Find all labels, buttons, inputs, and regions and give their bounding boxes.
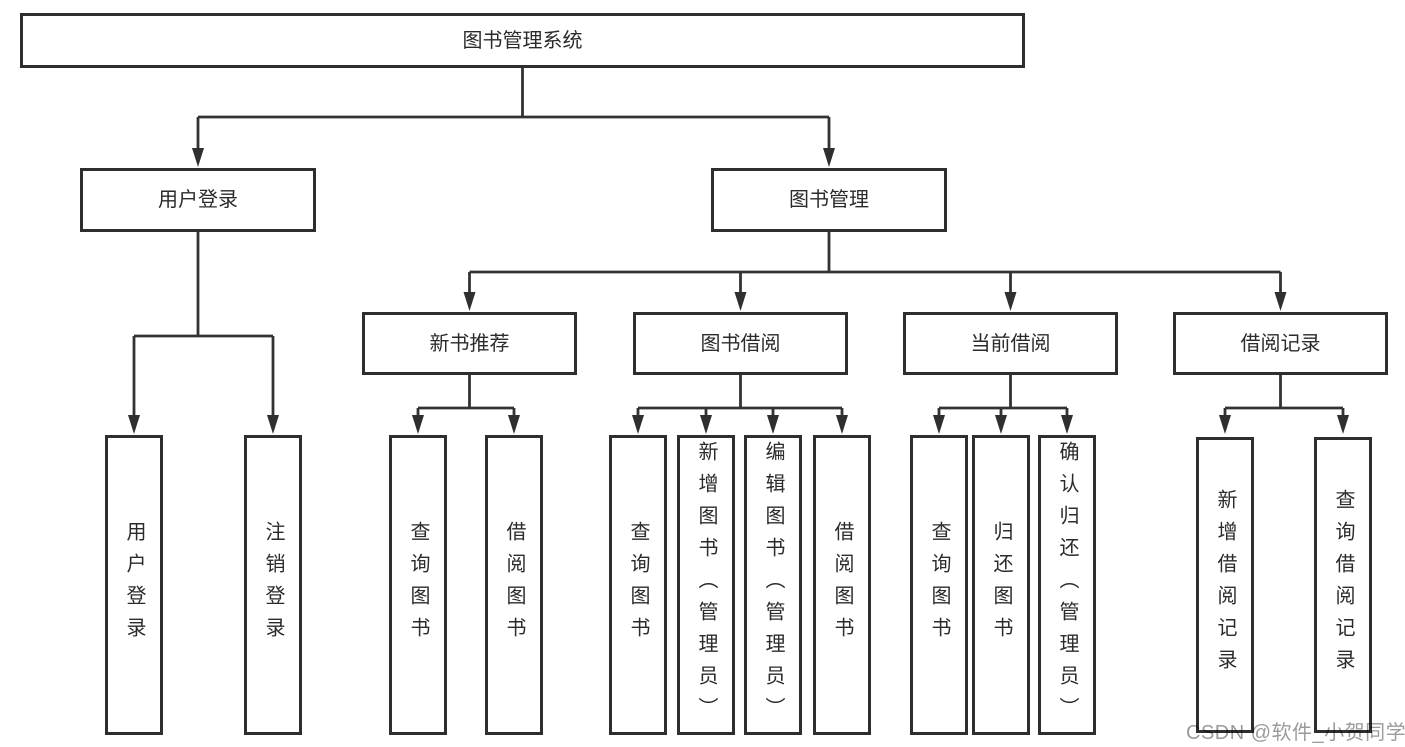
leaf-query-borrow-record: 查询借阅记录 [1314,437,1372,733]
node-book-borrowing: 图书借阅 [633,312,848,375]
node-borrow-records: 借阅记录 [1173,312,1388,375]
leaf-user-login: 用户登录 [105,435,163,735]
leaf-edit-book-admin: 编辑图书（管理员） [744,435,802,735]
leaf-logout: 注销登录 [244,435,302,735]
leaf-query-books-borrowing-label: 查询图书 [627,521,649,649]
watermark: CSDN @软件_小贺同学 [1186,722,1405,744]
leaf-logout-label: 注销登录 [262,521,284,649]
node-current-borrowing: 当前借阅 [903,312,1118,375]
leaf-return-books: 归还图书 [972,435,1030,735]
leaf-borrow-books-borrowing-label: 借阅图书 [831,521,853,649]
leaf-query-borrow-record-label: 查询借阅记录 [1332,489,1354,681]
node-new-book-recommend: 新书推荐 [362,312,577,375]
leaf-borrow-books-borrowing: 借阅图书 [813,435,871,735]
leaf-add-book-admin-label: 新增图书（管理员） [695,441,717,729]
leaf-query-books-recommend: 查询图书 [389,435,447,735]
leaf-query-books-borrowing: 查询图书 [609,435,667,735]
node-library-system: 图书管理系统 [20,13,1025,68]
leaf-borrow-books-recommend: 借阅图书 [485,435,543,735]
node-book-management: 图书管理 [711,168,947,232]
leaf-query-books-current-label: 查询图书 [928,521,950,649]
leaf-query-books-recommend-label: 查询图书 [407,521,429,649]
leaf-confirm-return-admin: 确认归还（管理员） [1038,435,1096,735]
leaf-borrow-books-recommend-label: 借阅图书 [503,521,525,649]
leaf-add-borrow-record-label: 新增借阅记录 [1214,489,1236,681]
leaf-add-book-admin: 新增图书（管理员） [677,435,735,735]
leaf-confirm-return-admin-label: 确认归还（管理员） [1056,441,1078,729]
leaf-add-borrow-record: 新增借阅记录 [1196,437,1254,733]
leaf-query-books-current: 查询图书 [910,435,968,735]
leaf-user-login-label: 用户登录 [123,521,145,649]
leaf-edit-book-admin-label: 编辑图书（管理员） [762,441,784,729]
node-user-login: 用户登录 [80,168,316,232]
leaf-return-books-label: 归还图书 [990,521,1012,649]
